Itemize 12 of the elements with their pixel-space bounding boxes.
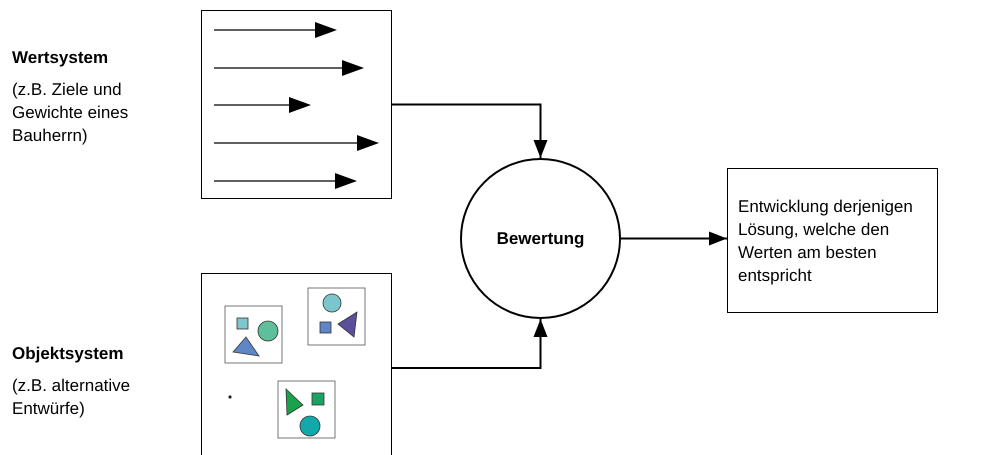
node-text: Entwicklung derjenigen Lösung, welche den Werten am besten entspricht bbox=[738, 196, 914, 286]
arrow bbox=[392, 319, 548, 369]
system-heading: Objektsystem bbox=[12, 343, 124, 365]
node-label: Bewertung bbox=[496, 228, 584, 250]
value-system-box bbox=[201, 10, 392, 199]
system-heading: Wertsystem bbox=[12, 47, 110, 69]
object-system-box bbox=[201, 273, 392, 455]
system-description: (z.B. Ziele und Gewichte eines Bauherrn) bbox=[12, 79, 130, 147]
arrow bbox=[621, 232, 727, 246]
system-description: (z.B. alternative Entwürfe) bbox=[12, 375, 132, 420]
result-box bbox=[727, 168, 938, 313]
arrow bbox=[392, 104, 548, 158]
